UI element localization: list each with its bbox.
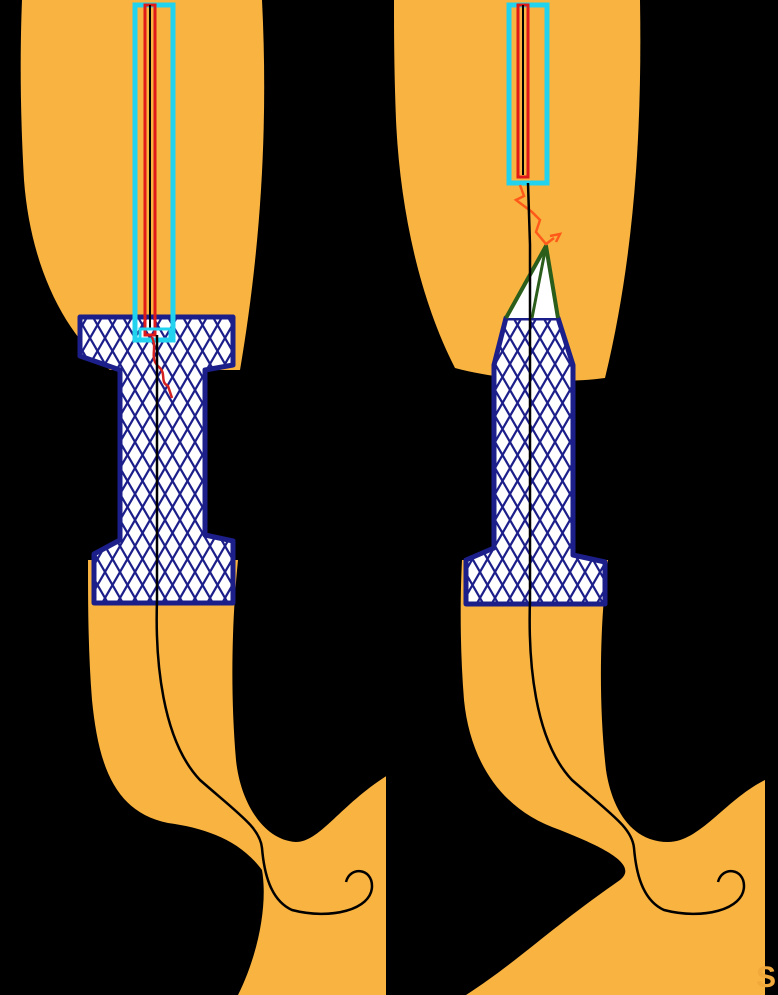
corner-label: S [756, 963, 776, 993]
panel-divider [386, 0, 392, 995]
